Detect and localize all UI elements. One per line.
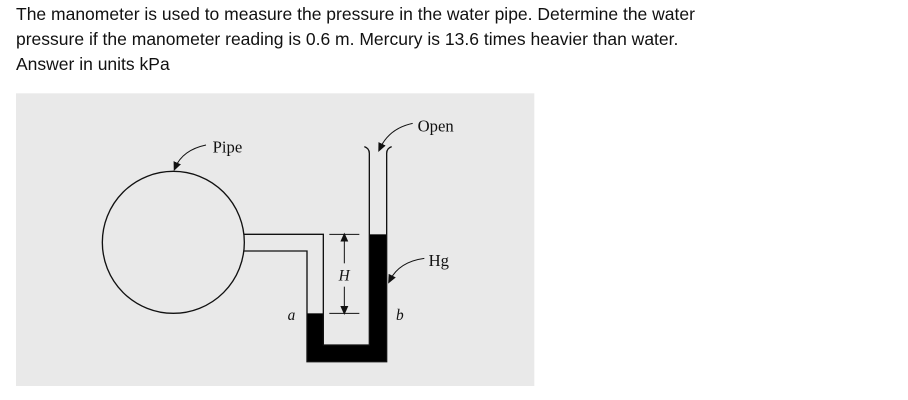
tube-inner-wall: [244, 146, 370, 346]
figure-background: [16, 93, 535, 386]
point-b-label: b: [396, 307, 404, 324]
question-line: Answer in units kPa: [16, 54, 170, 74]
open-label: Open: [418, 117, 455, 136]
tube-outer-wall: [244, 146, 392, 363]
question-text: The manometer is used to measure the pre…: [16, 2, 906, 77]
height-label: H: [338, 268, 351, 285]
hg-leader-arrow: [388, 257, 425, 284]
open-leader-arrow: [378, 122, 413, 152]
pipe-circle: [101, 170, 245, 314]
question-line: pressure if the manometer reading is 0.6…: [16, 29, 679, 49]
pipe-label: Pipe: [213, 138, 243, 157]
mercury-bottom: [307, 345, 387, 362]
manometer-svg: Pipe Open Hg H a b: [16, 93, 535, 386]
mercury-right-leg: [369, 234, 387, 362]
question-line: The manometer is used to measure the pre…: [16, 4, 695, 24]
point-a-label: a: [288, 307, 296, 324]
hg-label: Hg: [429, 251, 450, 270]
manometer-diagram: Pipe Open Hg H a b: [16, 90, 536, 390]
pipe-leader-arrow: [173, 144, 207, 172]
